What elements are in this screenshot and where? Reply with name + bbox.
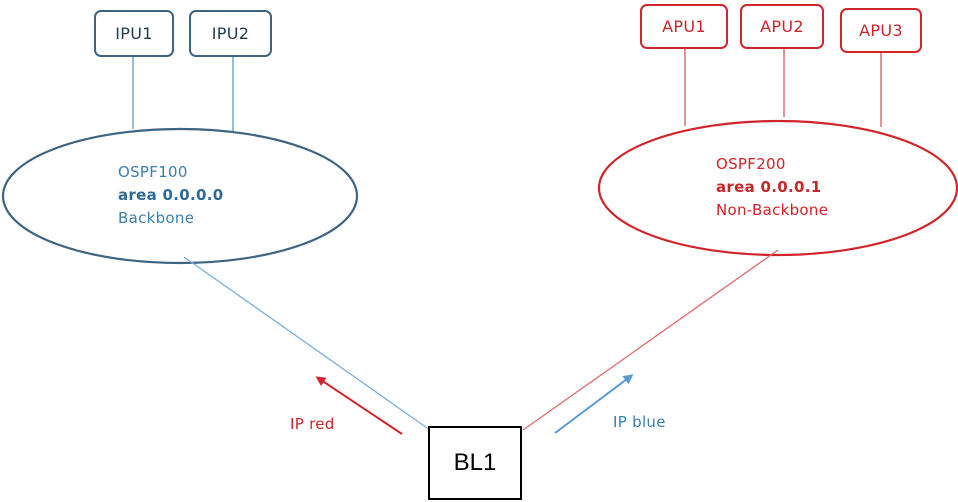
apu1-box: APU1 [640, 4, 728, 49]
ospf100-area: area 0.0.0.0 [118, 186, 224, 204]
apu3-label: APU3 [859, 21, 903, 40]
ospf200-text: OSPF200 area 0.0.0.1 Non-Backbone [716, 153, 828, 222]
ospf200-name: OSPF200 [716, 155, 786, 173]
ip-red-label: IP red [290, 415, 335, 433]
ipu2-box: IPU2 [189, 10, 272, 57]
ipu2-label: IPU2 [211, 24, 250, 43]
ip-blue-label: IP blue [613, 413, 666, 431]
apu2-box: APU2 [740, 4, 824, 49]
ospf200-nonbackbone-ellipse [597, 119, 958, 257]
link-ospf100-bl1 [183, 256, 431, 431]
apu2-label: APU2 [760, 17, 804, 36]
ip-red-arrow [315, 376, 403, 435]
ospf200-type: Non-Backbone [716, 201, 829, 219]
ospf200-area: area 0.0.0.1 [716, 178, 822, 196]
ospf100-name: OSPF100 [118, 163, 188, 181]
ipu1-box: IPU1 [94, 10, 174, 57]
ospf100-backbone-ellipse [1, 127, 359, 265]
apu1-label: APU1 [662, 17, 706, 36]
ipu1-label: IPU1 [115, 24, 153, 43]
bl1-node: BL1 [428, 426, 522, 500]
apu3-box: APU3 [840, 8, 922, 53]
link-ospf200-bl1 [522, 249, 779, 431]
ip-blue-arrow [554, 374, 634, 434]
ospf100-type: Backbone [118, 209, 195, 227]
bl1-label: BL1 [453, 449, 497, 476]
ospf100-text: OSPF100 area 0.0.0.0 Backbone [118, 161, 223, 230]
